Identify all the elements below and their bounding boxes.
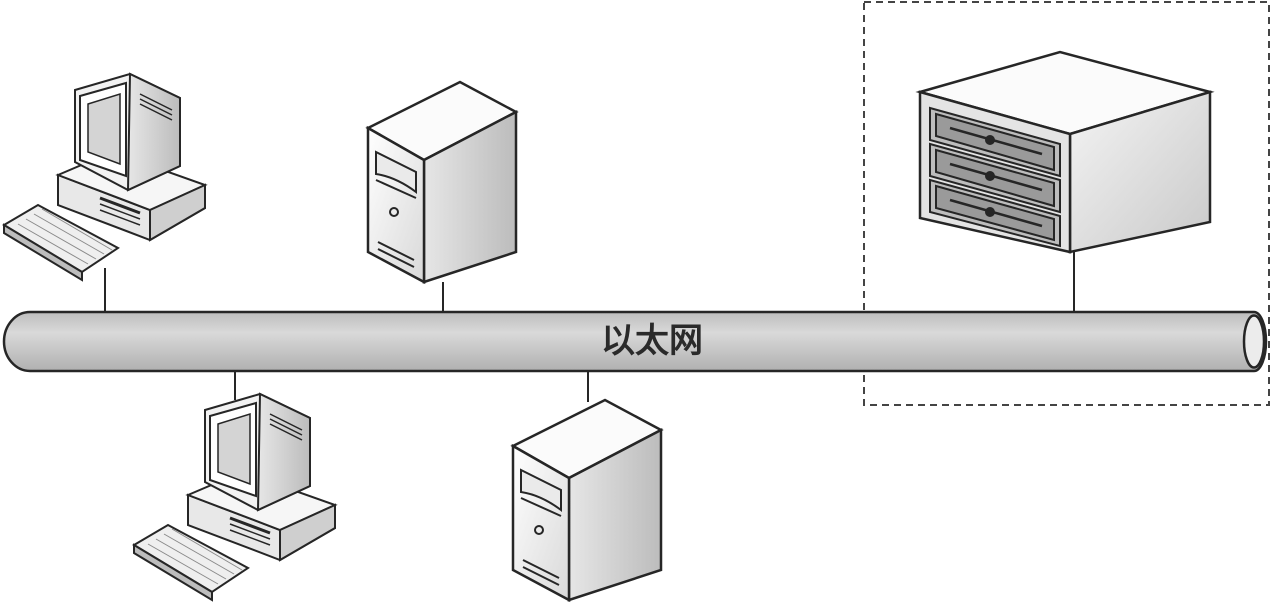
storage-group-box [863,1,1270,406]
workstation-icon [132,392,338,602]
disk-array-icon [915,50,1215,254]
ethernet-bus: 以太网 [2,310,1268,373]
tower-server-icon [365,80,519,285]
connectors [104,252,1075,402]
tower-server-icon [510,398,664,603]
workstation-icon [2,72,208,282]
bus-label: 以太网 [601,321,703,361]
